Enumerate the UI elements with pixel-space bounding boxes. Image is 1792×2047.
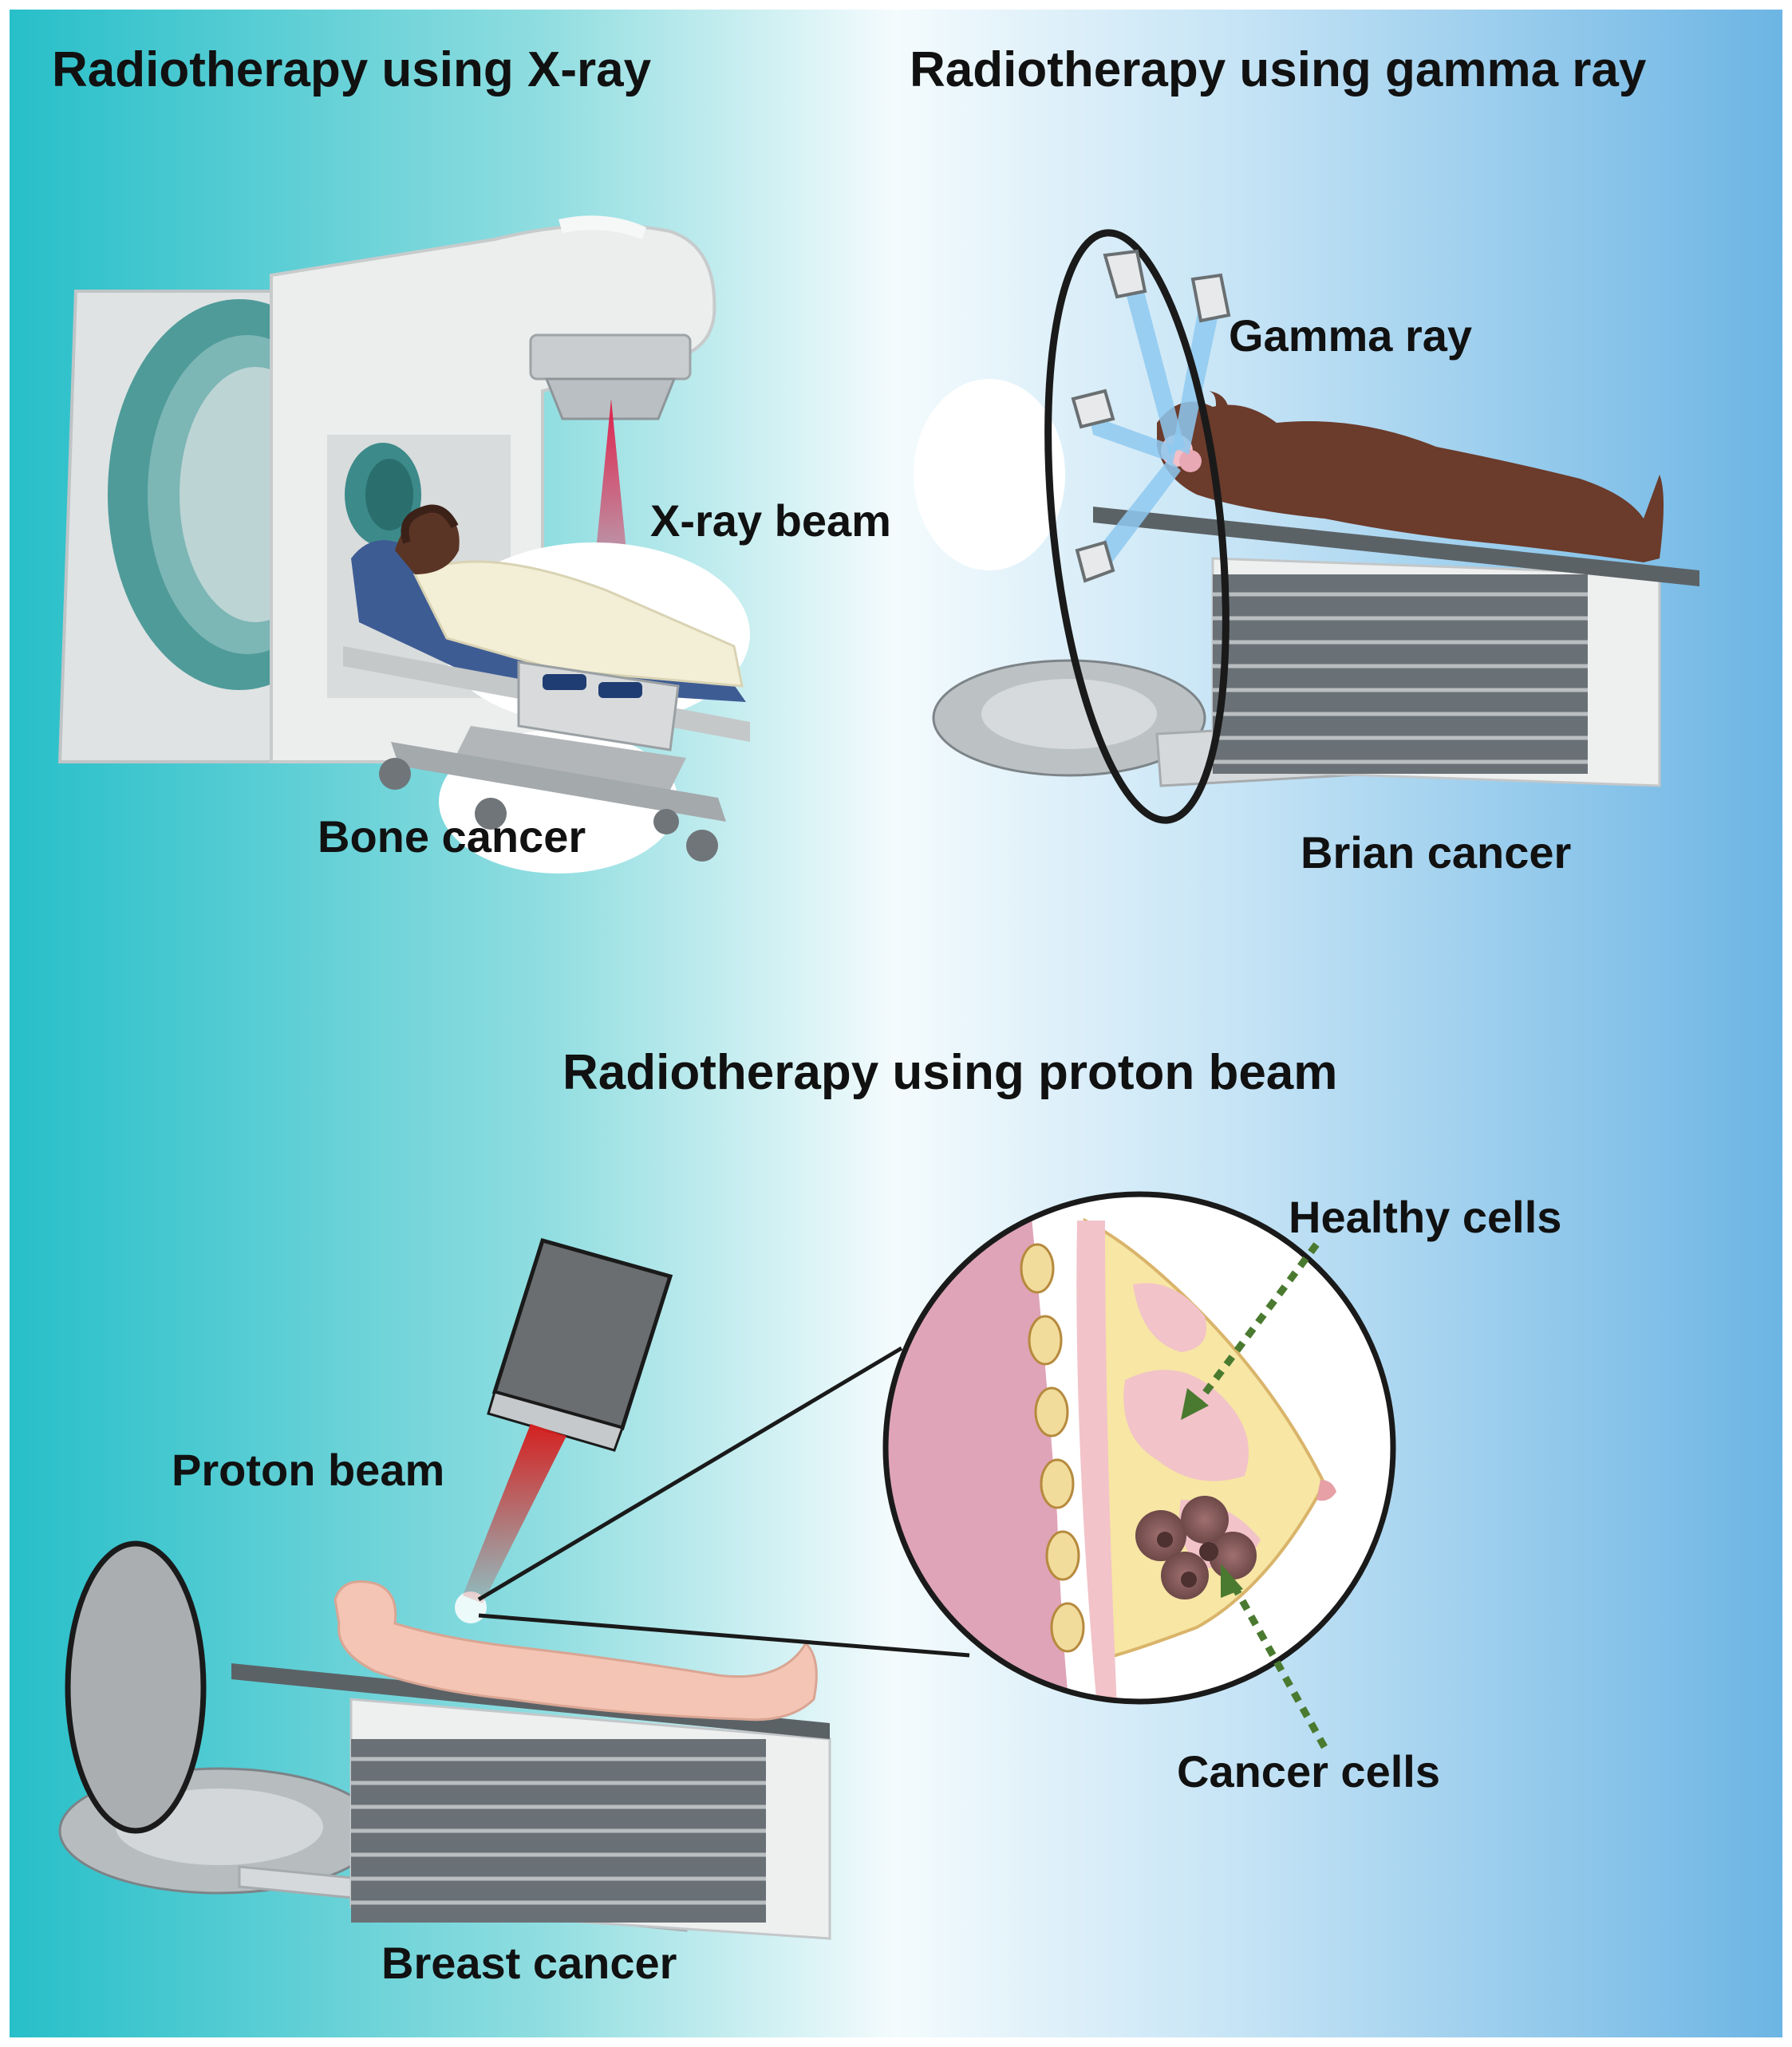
tumor-cluster [1135, 1496, 1257, 1599]
title-proton: Radiotherapy using proton beam [562, 1045, 1337, 1100]
title-gamma: Radiotherapy using gamma ray [910, 42, 1647, 97]
label-breast-cancer: Breast cancer [381, 1938, 677, 1988]
gantry-ring [1044, 229, 1230, 824]
label-brain-cancer: Brian cancer [1301, 827, 1571, 878]
label-gamma-ray: Gamma ray [1229, 310, 1472, 361]
pointer-arrows [1181, 1242, 1328, 1749]
label-xray-beam: X-ray beam [650, 495, 891, 546]
gamma-sources [1071, 249, 1231, 583]
hospital-bed [343, 504, 750, 874]
treatment-couch [231, 1663, 831, 1940]
label-healthy-cells: Healthy cells [1289, 1192, 1561, 1242]
xray-scene [57, 215, 750, 874]
title-xray: Radiotherapy using X-ray [52, 42, 652, 97]
label-cancer-cells: Cancer cells [1177, 1746, 1440, 1797]
xray-beam [592, 399, 630, 590]
proton-nozzle [487, 1237, 673, 1452]
proton-scene [58, 1191, 1396, 1940]
proton-beam [463, 1424, 566, 1603]
patient-body [1157, 401, 1664, 562]
ribs [1020, 1243, 1085, 1653]
label-bone-cancer: Bone cancer [318, 811, 586, 862]
label-proton-beam: Proton beam [172, 1445, 444, 1495]
treatment-couch [1093, 507, 1699, 787]
patient-body [334, 1580, 818, 1722]
chest-wall [886, 1194, 1069, 1702]
gamma-scene [914, 229, 1699, 824]
glow-highlight [914, 379, 1065, 570]
zoom-lines [477, 1346, 970, 1658]
breast-zoom-inset [882, 1191, 1396, 1705]
gantry-disc [65, 1540, 207, 1834]
zoom-circle-outline [882, 1191, 1396, 1705]
